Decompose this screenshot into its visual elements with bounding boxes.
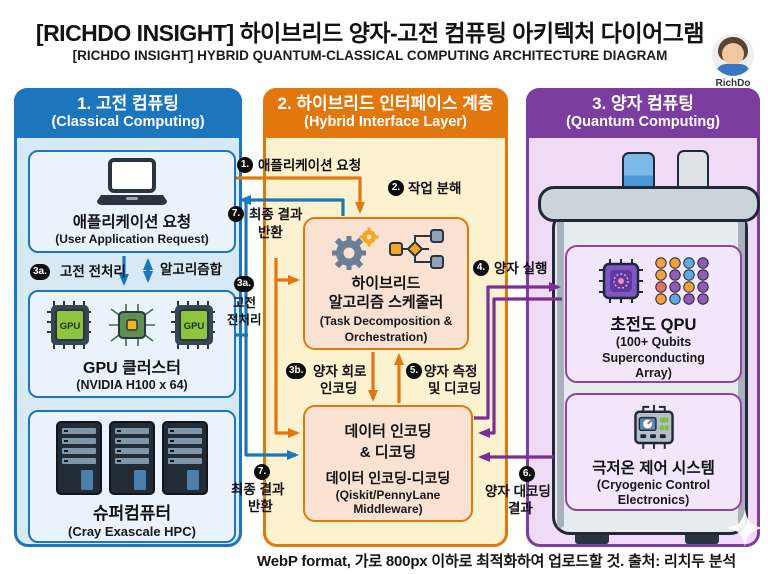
cryogenic-control-box: 극저온 제어 시스템 (Cryogenic Control Electronic… bbox=[565, 393, 742, 511]
panel-classical-header: 1. 고전 컴퓨팅 (Classical Computing) bbox=[14, 88, 242, 138]
step-1-badge: 1. bbox=[237, 157, 253, 173]
panel-quantum-subtitle: (Quantum Computing) bbox=[566, 114, 720, 130]
user-application-title: 애플리케이션 요청 bbox=[72, 214, 192, 231]
scheduler-title-1: 하이브리드 bbox=[351, 275, 421, 292]
page-subtitle: [RICHDO INSIGHT] HYBRID QUANTUM-CLASSICA… bbox=[72, 48, 668, 63]
step-6-badge: 6. bbox=[519, 466, 535, 482]
codec-subtitle-1: (Qiskit/PennyLane bbox=[335, 488, 441, 502]
cryostat-top-plate bbox=[538, 186, 760, 222]
qpu-chip-icon bbox=[598, 259, 643, 303]
supercomputer-title: 슈퍼컴퓨터 bbox=[92, 504, 172, 523]
scheduler-subtitle-1: (Task Decomposition & bbox=[319, 314, 453, 329]
step-3b-badge: 3b. bbox=[286, 363, 307, 379]
qubit-array-icon bbox=[654, 257, 709, 305]
laptop-icon bbox=[97, 158, 167, 205]
step-4-label: 양자 실행 bbox=[494, 261, 548, 276]
avatar-shirt bbox=[716, 64, 750, 76]
step-7a-line1: 최종 결과 bbox=[249, 207, 303, 222]
gpu-chip-icon: GPU GPU bbox=[47, 301, 215, 349]
step-2-label: 작업 분해 bbox=[408, 181, 462, 196]
step-1-label: 애플리케이션 요청 bbox=[258, 158, 362, 173]
scheduler-title-2: 알고리즘 스케줄러 bbox=[328, 294, 444, 312]
step-3a2-line2: 전처리 bbox=[227, 313, 262, 327]
panel-hybrid-title: 2. 하이브리드 인터페이스 계층 bbox=[277, 94, 494, 113]
step-5-badge: 5. bbox=[406, 363, 422, 379]
step-3a-label: 고전 전처리 bbox=[60, 264, 126, 279]
step-7b-badge: 7. bbox=[254, 464, 270, 480]
scheduler-subtitle-2: Orchestration) bbox=[344, 329, 428, 344]
hybrid-scheduler-box: 하이브리드 알고리즘 스케줄러 (Task Decomposition & Or… bbox=[303, 217, 469, 350]
codec-alt-title: 데이터 인코딩-디코딩 bbox=[325, 470, 451, 486]
cryostat-cylinder-gray bbox=[677, 150, 709, 198]
step-5-line1: 양자 측정 bbox=[424, 364, 478, 379]
svg-text:GPU: GPU bbox=[60, 321, 81, 332]
supercomputer-box: 슈퍼컴퓨터 (Cray Exascale HPC) bbox=[28, 410, 236, 543]
cryostat-foot-left bbox=[575, 532, 609, 544]
footer-note: WebP format, 가로 800px 이하로 최적화하여 업로드할 것. … bbox=[257, 553, 736, 570]
step-7a-badge: 7. bbox=[228, 206, 244, 222]
avatar-face bbox=[722, 43, 744, 65]
qpu-title: 초전도 QPU bbox=[610, 316, 697, 334]
step-6-line1: 양자 대코딩 bbox=[485, 484, 551, 499]
sparkle-icon bbox=[726, 509, 764, 547]
step-3a2-badge: 3a. bbox=[234, 276, 254, 292]
step-2-badge: 2. bbox=[388, 180, 404, 196]
supercomputer-subtitle: (Cray Exascale HPC) bbox=[68, 524, 196, 539]
cryo-subtitle-2: Electronics) bbox=[617, 493, 690, 508]
gpu-cluster-subtitle: (NVIDIA H100 x 64) bbox=[76, 378, 188, 392]
server-rack-icon bbox=[56, 421, 208, 495]
cryostat-rail-left bbox=[557, 216, 564, 528]
data-codec-box: 데이터 인코딩 & 디코딩 데이터 인코딩-디코딩 (Qiskit/PennyL… bbox=[303, 405, 473, 522]
panel-quantum-header: 3. 양자 컴퓨팅 (Quantum Computing) bbox=[526, 88, 760, 138]
step-5-line2: 및 디코딩 bbox=[428, 381, 482, 396]
gear-icon bbox=[332, 227, 379, 270]
svg-text:GPU: GPU bbox=[184, 321, 205, 332]
qpu-subtitle-3: Array) bbox=[635, 366, 672, 381]
gpu-cluster-title: GPU 클러스터 bbox=[83, 360, 181, 377]
step-3a-badge: 3a. bbox=[30, 264, 50, 280]
panel-quantum-title: 3. 양자 컴퓨팅 bbox=[592, 94, 694, 113]
control-electronics-icon bbox=[633, 404, 674, 449]
gpu-cluster-box: GPU GPU GPU 클러스터 (NVIDIA H100 x 64) bbox=[28, 290, 236, 398]
page-title: [RICHDO INSIGHT] 하이브리드 양자-고전 컴퓨팅 아키텍처 다이… bbox=[35, 20, 705, 46]
step-6-line2: 결과 bbox=[508, 501, 533, 516]
codec-title-2: & 디코딩 bbox=[359, 444, 417, 461]
step-3a2-line1: 고전 bbox=[233, 296, 257, 310]
qpu-subtitle-1: (100+ Qubits bbox=[615, 335, 692, 349]
codec-title-1: 데이터 인코딩 bbox=[344, 423, 432, 440]
panel-classical-subtitle: (Classical Computing) bbox=[51, 114, 205, 130]
qpu-subtitle-2: Superconducting bbox=[602, 350, 705, 365]
step-4-badge: 4. bbox=[473, 260, 489, 276]
algorithm-merge-label: 알고리즘합 bbox=[160, 262, 223, 277]
step-7b-line2: 반환 bbox=[248, 499, 273, 514]
codec-subtitle-2: Middleware) bbox=[353, 502, 423, 516]
step-7b-line1: 최종 결과 bbox=[231, 482, 285, 497]
cryo-title: 극저온 제어 시스템 bbox=[592, 459, 715, 477]
avatar bbox=[712, 34, 754, 76]
step-7a-line2: 반환 bbox=[258, 225, 283, 240]
user-application-box: 애플리케이션 요청 (User Application Request) bbox=[28, 150, 236, 253]
panel-hybrid-subtitle: (Hybrid Interface Layer) bbox=[304, 114, 467, 130]
user-application-subtitle: (User Application Request) bbox=[55, 232, 209, 246]
flowchart-icon bbox=[389, 229, 444, 269]
avatar-label: RichDo bbox=[715, 78, 751, 89]
cryo-subtitle-1: (Cryogenic Control bbox=[596, 477, 711, 492]
panel-hybrid-header: 2. 하이브리드 인터페이스 계층 (Hybrid Interface Laye… bbox=[263, 88, 508, 138]
step-3b-line2: 인코딩 bbox=[320, 381, 358, 396]
qpu-box: 초전도 QPU (100+ Qubits Superconducting Arr… bbox=[565, 245, 742, 383]
step-3b-line1: 양자 회로 bbox=[313, 364, 367, 379]
cryostat-foot-right bbox=[685, 532, 719, 544]
panel-classical-title: 1. 고전 컴퓨팅 bbox=[77, 94, 179, 113]
